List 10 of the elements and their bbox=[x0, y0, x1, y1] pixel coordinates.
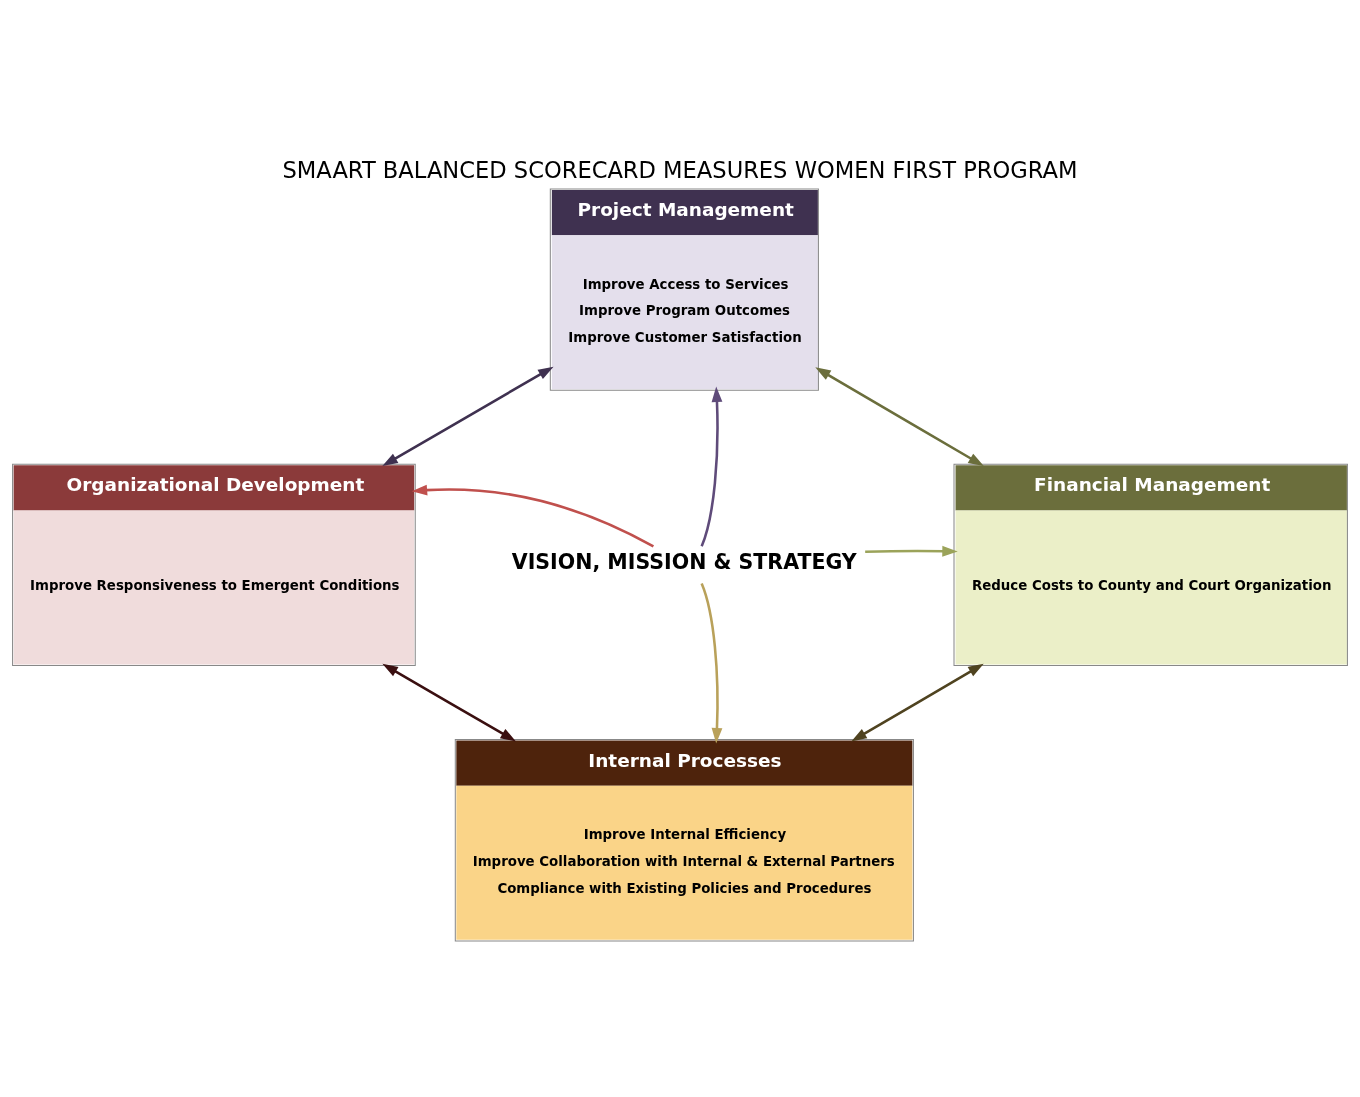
arrow bbox=[411, 484, 654, 548]
arrow bbox=[815, 367, 984, 467]
arrow bbox=[382, 663, 516, 742]
node-text: VISION, MISSION & STRATEGY bbox=[511, 550, 857, 575]
arrow bbox=[865, 545, 958, 557]
arrow bbox=[851, 663, 984, 742]
arrow bbox=[700, 386, 723, 547]
arrow bbox=[700, 583, 723, 744]
arrow bbox=[382, 366, 554, 467]
diagram-title: SMAART BALANCED SCORECARD MEASURES WOMEN FIRST PROGRAM bbox=[282, 157, 1078, 184]
